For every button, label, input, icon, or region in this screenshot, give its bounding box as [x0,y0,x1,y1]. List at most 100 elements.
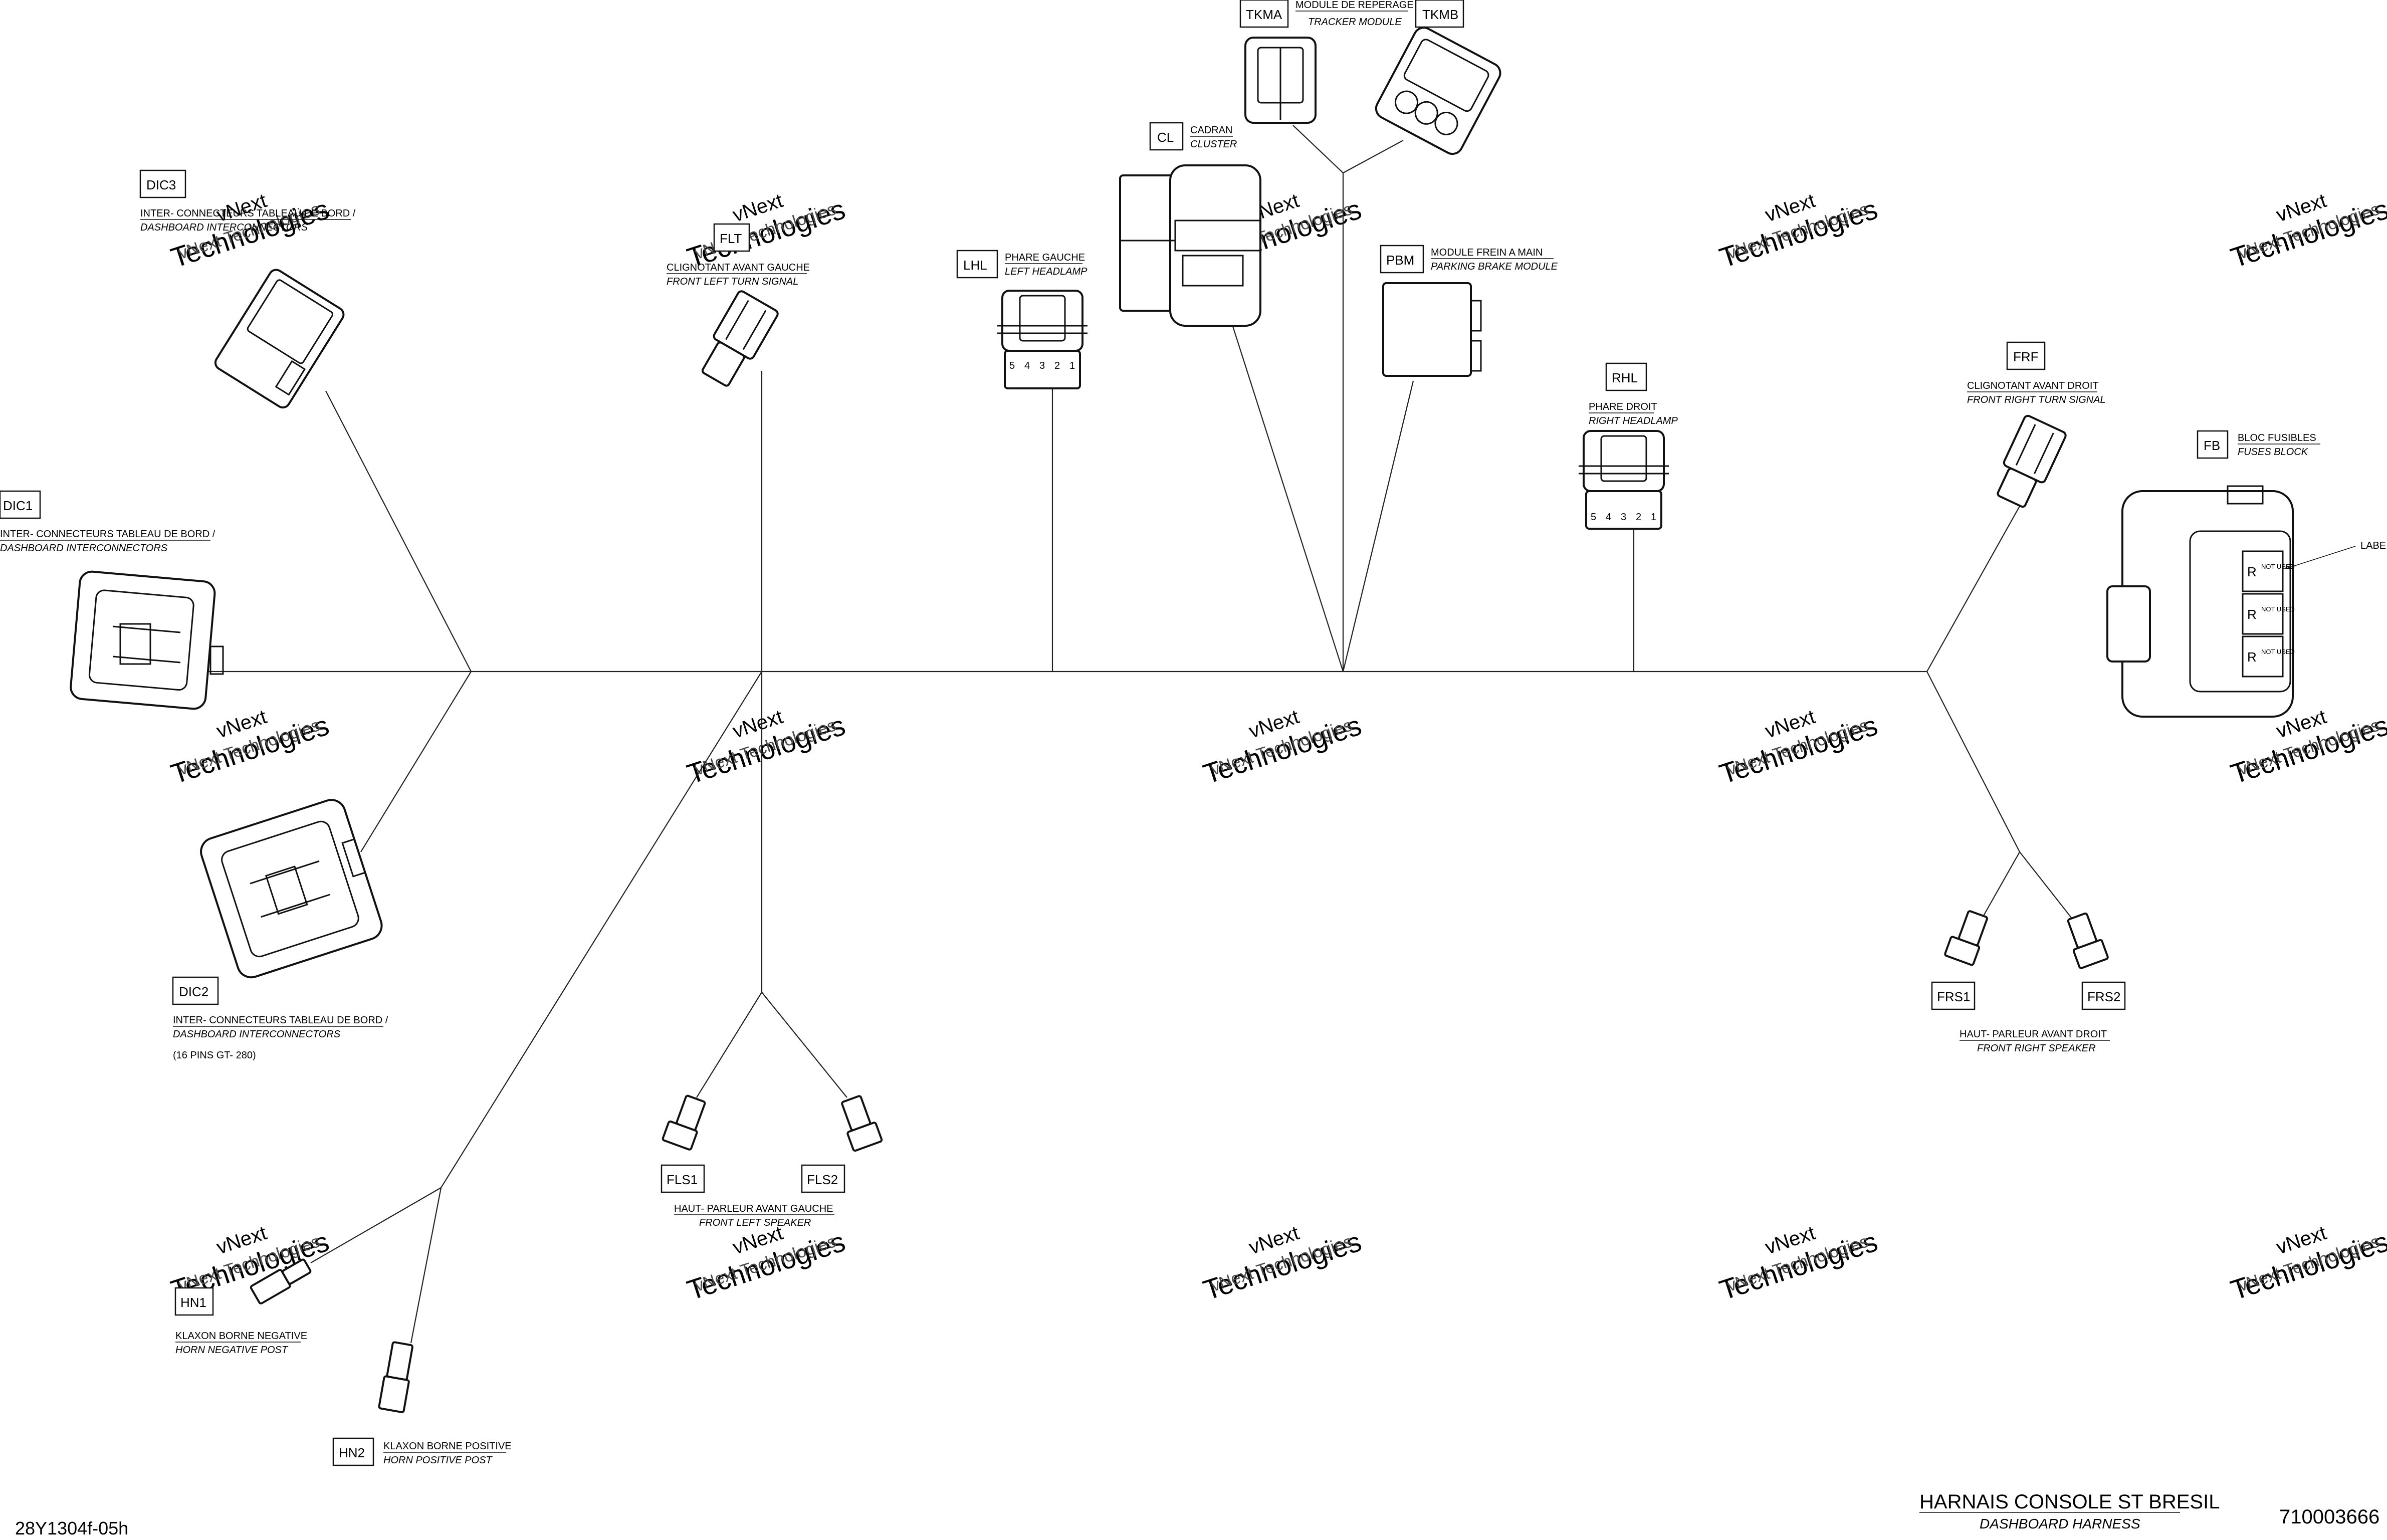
label-frs: HAUT- PARLEUR AVANT DROIT FRONT RIGHT SP… [1960,1029,2110,1054]
en-text: CLUSTER [1190,139,1237,150]
label-hn1: HN1 KLAXON BORNE NEGATIVE HORN NEGATIVE … [174,1287,307,1356]
wiring [200,125,2075,1344]
frf-connector [1997,414,2067,508]
en-text: DASHBOARD INTERCONNECTORS [0,543,168,554]
fr-text: HAUT- PARLEUR AVANT GAUCHE [674,1203,833,1214]
en-text: RIGHT HEADLAMP [1589,415,1678,426]
en-text: HORN POSITIVE POST [383,1455,493,1466]
part-number: 710003666 [2279,1506,2379,1528]
lhl-pin: 5 [1009,360,1015,371]
lhl-pin: 1 [1069,360,1075,371]
en-text: FRONT RIGHT TURN SIGNAL [1967,394,2106,405]
code-box [1415,0,1464,28]
code-text: HN1 [180,1295,206,1310]
en-text: FRONT LEFT SPEAKER [699,1217,811,1228]
lhl-pin: 4 [1024,360,1030,371]
side-label: LABE [2360,540,2386,551]
fr-text: MODULE DE REPERAGE [1295,0,1414,11]
note-text: (16 PINS GT- 280) [173,1050,256,1061]
fuse-slot-labels: R R R NOT USED NOT USED NOT USED [2247,563,2295,665]
label-fls1: FLS1 [661,1164,705,1193]
fls2-connector [841,1095,883,1152]
wire-frf [1926,506,2020,672]
en-text: DASHBOARD INTERCONNECTORS [140,222,308,233]
wire-frs1 [1977,851,2020,928]
rhl-connector [1579,430,1669,530]
label-flt: FLT CLIGNOTANT AVANT GAUCHE FRONT LEFT T… [667,223,810,287]
label-hn2: HN2 KLAXON BORNE POSITIVE HORN POSITIVE … [332,1437,512,1466]
wire-frs2 [2019,851,2075,923]
wire-tkmb [1343,140,1404,173]
code-text: FLS1 [667,1172,698,1187]
code-box [661,1164,705,1193]
rhl-pins: 5 4 3 2 1 [1591,512,1656,523]
en-text: LEFT HEADLAMP [1005,266,1088,277]
en-text: HORN NEGATIVE POST [175,1345,289,1356]
dic2-connector [200,799,383,979]
code-text: HN2 [339,1445,365,1460]
code-box [1605,362,1647,391]
label-frs1: FRS1 [1931,981,1976,1010]
fr-text: KLAXON BORNE NEGATIVE [175,1331,307,1342]
en-text: FRONT LEFT TURN SIGNAL [667,276,798,287]
label-pbm: PBM MODULE FREIN A MAIN PARKING BRAKE MO… [1380,245,1558,274]
cl-connector [1119,164,1261,327]
code-box [1239,0,1289,28]
label-frf: FRF CLIGNOTANT AVANT DROIT FRONT RIGHT T… [1967,341,2106,405]
fr-text: PHARE DROIT [1589,401,1657,412]
label-rhl: RHL PHARE DROIT RIGHT HEADLAMP [1589,362,1678,426]
wire-hn1 [310,1187,442,1263]
code-text: RHL [1612,370,1638,385]
code-box [713,223,750,252]
fr-text: MODULE FREIN A MAIN [1431,247,1543,258]
wire-cl [1227,310,1344,672]
code-text: TKMA [1246,7,1282,22]
en-text: TRACKER MODULE [1308,17,1402,28]
fr-text: KLAXON BORNE POSITIVE [383,1441,512,1452]
label-fb: FB BLOC FUSIBLES FUSES BLOCK LABE [2197,430,2386,569]
code-text: DIC2 [179,984,208,999]
code-box [1149,122,1184,151]
en-text: PARKING BRAKE MODULE [1431,261,1558,272]
hn2-connector [378,1341,413,1413]
dic1-connector [70,570,224,710]
wire-tkma [1292,125,1344,173]
code-box [956,250,998,279]
wire-frs [1926,671,2020,852]
rhl-pin: 5 [1591,512,1596,523]
rhl-pin: 2 [1636,512,1641,523]
wire-horn [441,671,762,1188]
label-lhl: LHL PHARE GAUCHE LEFT HEADLAMP [956,250,1088,279]
code-box [0,490,41,519]
label-tracker: MODULE DE REPERAGE TRACKER MODULE [1295,0,1414,28]
relay-label: R [2247,649,2257,665]
figure-code: 28Y1304f-05h [15,1518,128,1538]
code-box [801,1164,845,1193]
lhl-pin: 3 [1039,360,1045,371]
fr-text: INTER- CONNECTEURS TABLEAU DE BORD / [173,1015,388,1026]
label-fls: HAUT- PARLEUR AVANT GAUCHE FRONT LEFT SP… [674,1203,834,1228]
code-text: TKMB [1422,7,1458,22]
frs1-connector [1944,910,1988,966]
code-box [139,169,186,198]
label-fls2: FLS2 [801,1164,845,1193]
fr-text: INTER- CONNECTEURS TABLEAU DE BORD / [140,208,356,219]
slot-label: NOT USED [2261,605,2295,613]
code-text: FLT [720,231,742,246]
en-text: FUSES BLOCK [2238,447,2309,458]
relay-label: R [2247,607,2257,622]
label-tkmb: TKMB [1415,0,1464,28]
code-box [2081,981,2126,1010]
hn1-connector [250,1258,312,1304]
code-text: DIC1 [3,498,33,513]
label-dic2: DIC2 INTER- CONNECTEURS TABLEAU DE BORD … [172,976,388,1061]
pbm-connector [1382,282,1482,377]
lhl-pin: 2 [1054,360,1060,371]
